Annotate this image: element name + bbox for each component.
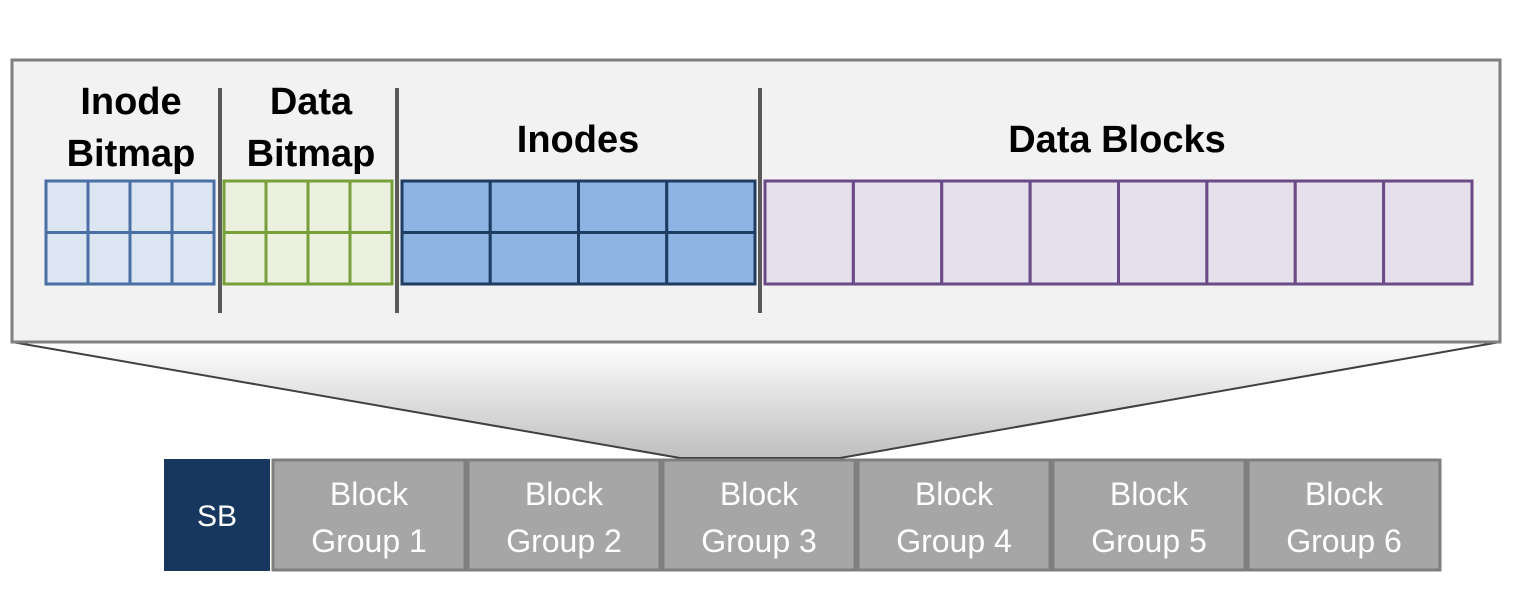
data-bitmap-cell: [264, 179, 310, 234]
inode-bitmap-cell: [44, 179, 90, 234]
block-group-6-label-line2: Group 6: [1286, 523, 1402, 559]
inode-bitmap-label-line2: Bitmap: [67, 133, 196, 175]
data-blocks-cell: [1293, 179, 1386, 286]
data-blocks-label: Data Blocks: [1008, 119, 1226, 161]
inodes-cell: [400, 179, 492, 234]
block-group-2: [466, 458, 662, 572]
data-blocks-cell: [1382, 179, 1474, 286]
inode-bitmap-label-line1: Inode: [80, 81, 181, 123]
block-group-5-label-line2: Group 5: [1091, 523, 1207, 559]
block-group-6: [1246, 458, 1442, 572]
inode-bitmap-cell: [128, 179, 174, 234]
inode-bitmap-cell: [170, 179, 216, 234]
block-group-6-label-line1: Block: [1305, 476, 1384, 512]
data-bitmap-grid: [222, 179, 394, 286]
inode-bitmap-cell: [86, 179, 132, 234]
inodes-cell: [400, 231, 492, 286]
block-group-5-label-line1: Block: [1110, 476, 1189, 512]
inode-bitmap-cell: [170, 231, 216, 286]
superblock-label: SB: [197, 500, 237, 533]
block-group-2-label-line2: Group 2: [506, 523, 622, 559]
zoom-connector: [11, 341, 1501, 459]
block-group-3-label-line1: Block: [720, 476, 799, 512]
data-bitmap-label-line2: Bitmap: [247, 133, 376, 175]
data-blocks-cell: [851, 179, 944, 286]
inodes-cell: [577, 179, 669, 234]
block-group-4-label-line1: Block: [915, 476, 994, 512]
inodes-cell: [488, 231, 580, 286]
block-group-1-label-line2: Group 1: [311, 523, 427, 559]
block-group-5: [1051, 458, 1247, 572]
inodes-cell: [665, 179, 757, 234]
inodes-cell: [577, 231, 669, 286]
data-bitmap-cell: [306, 231, 352, 286]
inode-bitmap-cell: [44, 231, 90, 286]
inode-bitmap-cell: [86, 231, 132, 286]
block-group-4: [856, 458, 1052, 572]
data-bitmap-cell: [306, 179, 352, 234]
data-blocks-cell: [1205, 179, 1297, 286]
data-bitmap-cell: [222, 179, 268, 234]
block-group-2-label-line1: Block: [525, 476, 604, 512]
data-blocks-cell: [763, 179, 855, 286]
data-bitmap-cell: [222, 231, 268, 286]
data-bitmap-label-line1: Data: [270, 81, 353, 123]
inode-bitmap-cell: [128, 231, 174, 286]
block-group-1: [271, 458, 467, 572]
block-group-3-label-line2: Group 3: [701, 523, 817, 559]
data-bitmap-cell: [348, 231, 394, 286]
data-blocks-grid: [763, 179, 1474, 286]
superblock: [164, 459, 270, 571]
block-group-4-label-line2: Group 4: [896, 523, 1012, 559]
data-bitmap-cell: [348, 179, 394, 234]
block-group-3: [661, 458, 857, 572]
data-blocks-cell: [940, 179, 1032, 286]
inodes-grid: [400, 179, 757, 286]
data-blocks-cell: [1028, 179, 1120, 286]
inodes-cell: [488, 179, 580, 234]
inode-bitmap-grid: [44, 179, 216, 286]
block-group-1-label-line1: Block: [330, 476, 409, 512]
data-blocks-cell: [1117, 179, 1209, 286]
data-bitmap-cell: [264, 231, 310, 286]
inodes-cell: [665, 231, 757, 286]
inodes-label: Inodes: [517, 119, 639, 161]
